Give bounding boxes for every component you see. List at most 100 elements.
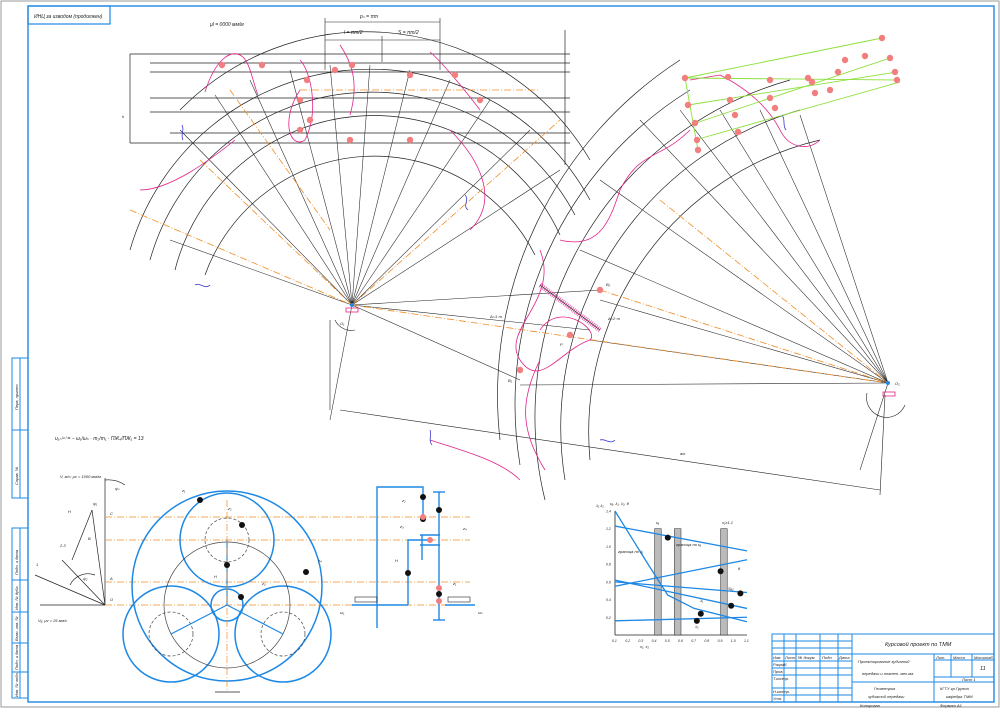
marker-point — [516, 366, 524, 374]
side-strip — [11, 357, 29, 699]
point-c-label: C — [110, 511, 113, 516]
side-strip-labels: Перв. примен. Справ. № Подп. и дата Инв.… — [14, 383, 19, 697]
x-tick-label: 1.1 — [744, 639, 749, 643]
project-title: Курсовой проект по ТММ — [885, 641, 952, 648]
marker-point — [331, 66, 339, 74]
x-tick-label: 0.3 — [638, 639, 643, 643]
point-1-label: 1 — [36, 562, 38, 567]
y-tick-label: 0.4 — [606, 598, 611, 602]
hatch-band-0 — [654, 528, 662, 636]
planet-z4: z₄ — [317, 558, 322, 563]
marker-point — [296, 126, 304, 134]
top-stamp-text: ИНЦ за изводом (продолжен) — [34, 14, 103, 20]
side-4: Взам. инв. № — [14, 616, 19, 641]
marker-point — [346, 136, 354, 144]
marker-point — [296, 96, 304, 104]
chart-point — [693, 617, 700, 624]
x-tick-label: 0.1 — [612, 639, 617, 643]
chart-point — [697, 610, 704, 617]
height-h-label: h — [122, 114, 125, 119]
y-tick-label: 1.4 — [606, 510, 611, 514]
o2-label: O₂ — [895, 381, 900, 386]
scheme-z4: z₄ — [462, 526, 467, 531]
y-tick-label: 1.2 — [606, 527, 611, 531]
marker-point — [811, 89, 819, 97]
tb-row-sign: Подп. — [822, 655, 833, 660]
annot-eps: εₐ — [656, 520, 660, 525]
x-tick-label: 0.8 — [704, 639, 709, 643]
series-line-4 — [614, 559, 748, 587]
side-2: Подп. и дата — [14, 549, 19, 575]
marker-point — [826, 86, 834, 94]
centre-distance — [329, 320, 886, 496]
point-23-label: 2.3 — [59, 543, 66, 548]
marker-point — [726, 96, 734, 104]
tooth-height-block — [129, 30, 570, 165]
tooth-profiles — [139, 44, 821, 481]
marker-point — [451, 71, 459, 79]
tb-sheets: 11 — [980, 666, 986, 672]
series-line-2 — [614, 510, 748, 623]
side-1: Справ. № — [14, 466, 19, 485]
x-tick-label: 0.5 — [665, 639, 670, 643]
line-of-action — [538, 283, 602, 332]
velocity-diagram — [34, 478, 126, 606]
x-tick-label: 1.0 — [731, 639, 736, 643]
ratio-formula: u₁ₕ⁽⁴⁾ = − ω₁/ωₕ · m₂/m₁ · ПЖ₄/ПЖ₁ = 13 — [55, 436, 144, 442]
marker-point — [771, 104, 779, 112]
series-line-3 — [614, 616, 748, 622]
x-tick-label: 0.6 — [678, 639, 683, 643]
tb-copy: Копировал — [860, 703, 881, 708]
chart-ylabel: λ₁ λ₂ — [595, 503, 604, 508]
tb-role-1: Пров. — [773, 669, 784, 674]
marker-point — [886, 54, 894, 62]
point-b1: B₁ — [508, 378, 513, 383]
scheme-points — [405, 494, 442, 604]
marker-point — [406, 136, 414, 144]
annot-lambda1-limit: граница по λ₁ — [618, 549, 644, 554]
scheme-z1: z₁ — [452, 581, 457, 586]
blue-marks — [181, 114, 787, 446]
tb-role-2: Т.контр. — [773, 676, 789, 681]
y-tick-label: 0.8 — [606, 563, 611, 567]
tb-role-3: Н.контр. — [773, 689, 790, 694]
marker-point — [804, 74, 812, 82]
title-block — [771, 633, 995, 703]
tb-row-date: Дата — [838, 655, 850, 660]
annot-eps-limit: граница по εₐ — [676, 542, 702, 547]
marker-point — [834, 68, 842, 76]
planet-z1: z₁ — [181, 488, 186, 493]
side-3: Инв. № дубл. — [14, 585, 19, 610]
marker-point — [861, 52, 869, 60]
point-p: P — [560, 342, 563, 347]
inner-frame — [27, 5, 995, 703]
kinematic-scheme — [352, 486, 475, 628]
green-construction-lines — [684, 37, 901, 151]
pitch-dimensions — [324, 18, 441, 70]
marker-point — [734, 128, 742, 136]
side-6: Инв. № подл. — [14, 672, 19, 697]
center-o1: O₁ — [334, 303, 359, 331]
tb-header-scale: Масштаб — [974, 655, 993, 660]
tb-sheet-label: Лист 1 — [961, 677, 976, 682]
marker-point — [694, 146, 702, 154]
marker-point — [348, 61, 356, 69]
angle-psi2: ψ₂ — [83, 576, 88, 581]
chart-point — [717, 568, 724, 575]
institution-2: кафедра ТММ — [946, 694, 973, 699]
gear2-circles — [497, 59, 821, 501]
point-a-label: A — [109, 576, 113, 581]
marker-point — [596, 286, 604, 294]
scheme-z3: z₃ — [399, 524, 404, 529]
doc-title-2: передачи и планет. мех-ма — [862, 671, 914, 676]
doc-sub-2: зубчатой передачи — [867, 694, 905, 699]
angle-psi1: ψ₁ — [93, 501, 98, 506]
marker-point — [218, 61, 226, 69]
y-tick-label: 0.2 — [606, 616, 611, 620]
marker-point — [303, 76, 311, 84]
doc-title-1: Проектирование зубчатой — [858, 659, 910, 664]
velocity-axes-orange — [105, 516, 470, 606]
y-tick-label: 1.0 — [606, 545, 611, 549]
